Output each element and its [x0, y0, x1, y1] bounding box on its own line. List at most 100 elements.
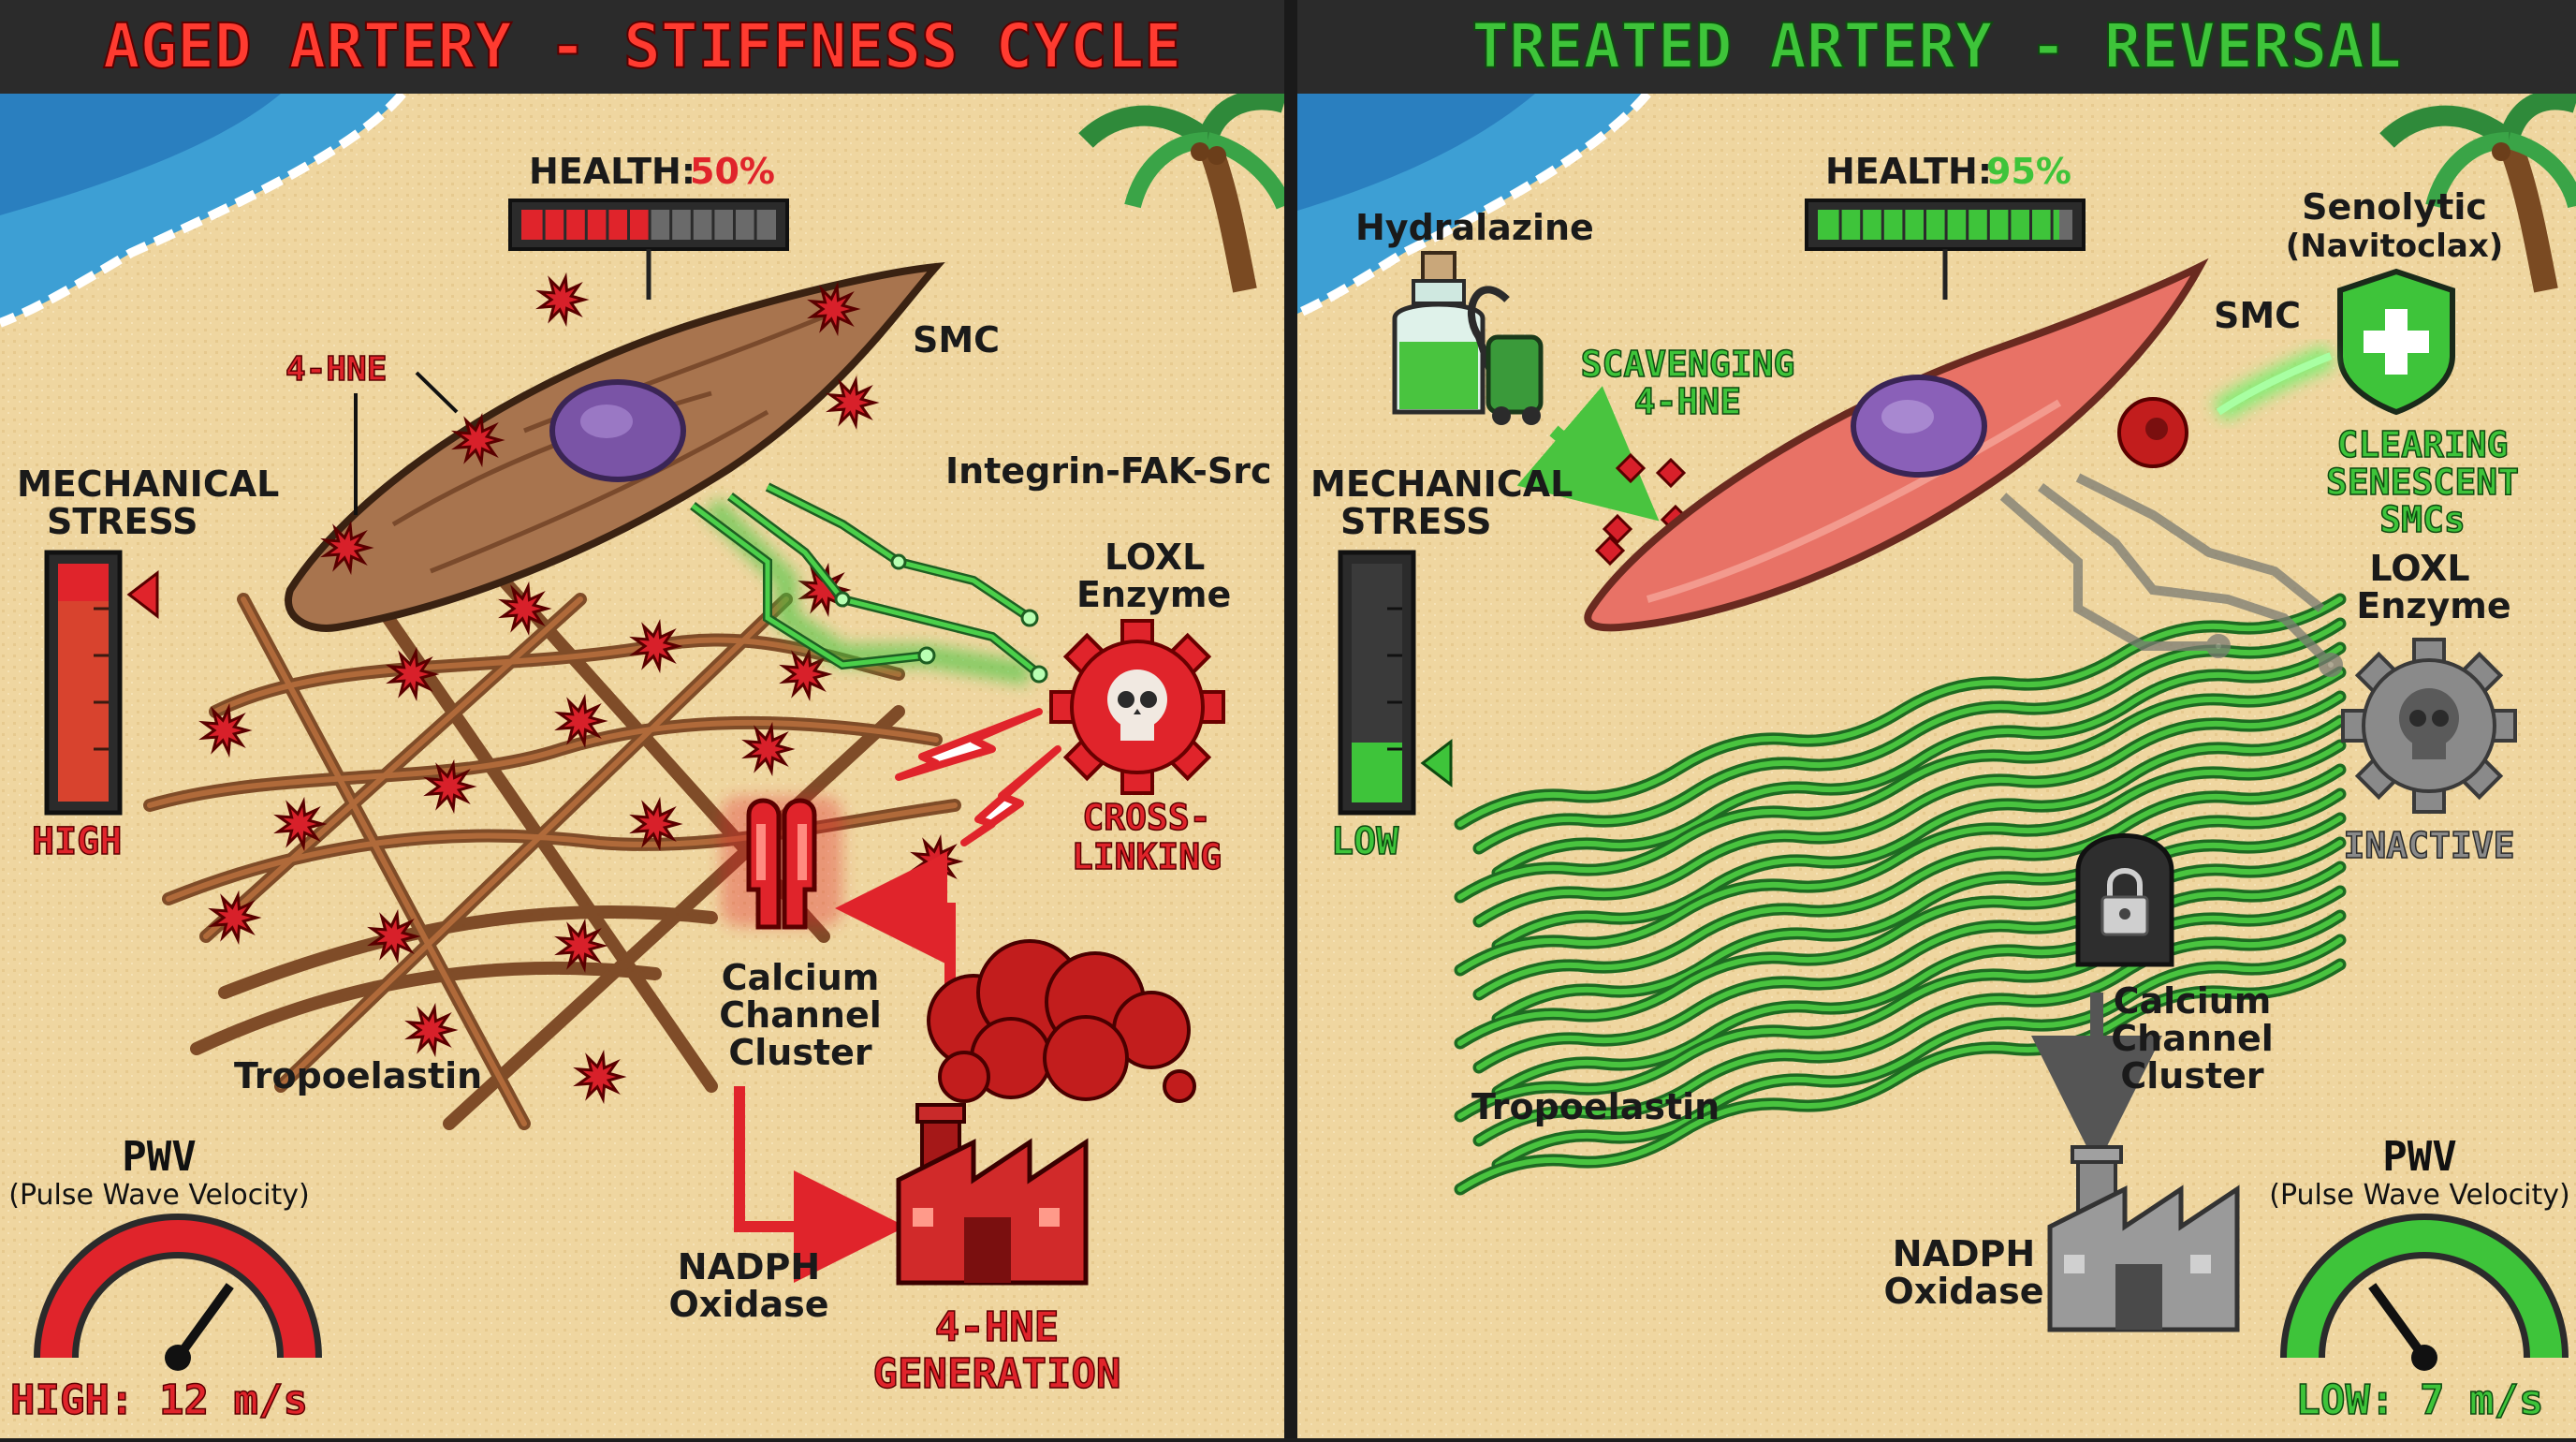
left-nadph-factory-icon [896, 939, 1196, 1286]
right-title: TREATED ARTERY - REVERSAL [1471, 10, 2401, 82]
right-pwv-full: (Pulse Wave Velocity) [2269, 1179, 2570, 1212]
right-mech-label-1: MECHANICAL [1310, 464, 1573, 505]
scavenging-label-2: 4-HNE [1634, 381, 1741, 422]
4hne-fragment [1602, 513, 1633, 545]
scavenging-arrow [1516, 386, 1660, 522]
right-loxl-gear-icon [2341, 638, 2517, 814]
left-feedback-arrows [734, 852, 956, 1283]
4hne-adduct [554, 693, 608, 749]
skull-icon [1107, 670, 1167, 741]
right-health-label: HEALTH: [1825, 151, 1992, 192]
left-hne-generation-2: GENERATION [873, 1350, 1121, 1398]
left-smc-cell [285, 261, 945, 632]
hydralazine-bottle-icon [1392, 251, 1486, 415]
4hne-adduct [741, 721, 796, 777]
4hne-adduct [629, 618, 683, 674]
left-crosslink-label-2: LINKING [1072, 836, 1222, 877]
right-calcium-label-3: Cluster [2120, 1055, 2264, 1096]
4hne-adduct [208, 890, 262, 946]
4hne-adduct [779, 646, 833, 702]
right-loxl-label-2: Enzyme [2356, 585, 2510, 626]
left-calcium-channel-icon [721, 796, 842, 930]
left-hne-generation-1: 4-HNE [935, 1303, 1059, 1351]
right-tropoelastin-fibres [1454, 593, 2347, 1196]
4hne-adduct [451, 412, 505, 468]
left-4hne-tag: 4-HNE [285, 350, 387, 389]
4hne-adduct [629, 796, 683, 852]
hydralazine-label: Hydralazine [1355, 207, 1594, 248]
right-mech-pointer [1420, 738, 1453, 788]
left-mech-stress-gauge [44, 550, 159, 816]
padlock-icon [2100, 868, 2149, 936]
left-surf-foam [0, 90, 406, 328]
left-nadph-label-1: NADPH [678, 1246, 820, 1288]
right-smc-label: SMC [2214, 295, 2301, 336]
left-tropoelastin-label: Tropoelastin [234, 1055, 482, 1096]
left-tropoelastin-mesh [143, 555, 961, 1130]
left-pathway-label: Integrin-FAK-Src [945, 450, 1271, 492]
clearing-label-3: SMCs [2379, 499, 2466, 540]
right-integrin-circuit-inactive [1999, 473, 2343, 677]
senolytic-label-2: (Navitoclax) [2286, 228, 2504, 265]
right-calcium-label-2: Channel [2111, 1018, 2274, 1059]
left-4hne-adducts [198, 272, 964, 1105]
left-title-bar [0, 0, 1284, 94]
right-pwv-gauge [2280, 1214, 2569, 1371]
left-loxl-gear-icon [1049, 619, 1225, 795]
4hne-adduct [367, 908, 421, 964]
4hne-adduct [320, 520, 374, 576]
right-inactive-label: INACTIVE [2343, 825, 2514, 866]
right-loxl-label-1: LOXL [2369, 548, 2469, 589]
left-health-meter: HEALTH: 50% [508, 151, 789, 300]
left-mech-pointer [126, 569, 159, 620]
left-title: AGED ARTERY - STIFFNESS CYCLE [103, 10, 1181, 82]
right-mech-label-2: STRESS [1340, 501, 1492, 542]
right-health-fill [1818, 210, 2059, 240]
right-pwv-needle [2368, 1283, 2429, 1361]
left-mech-level: HIGH [32, 820, 122, 863]
panel-divider [1284, 0, 1297, 1438]
left-mech-label-2: STRESS [47, 501, 198, 542]
left-calcium-label-1: Calcium [722, 957, 880, 998]
4hne-adduct [273, 796, 328, 852]
4hne-adduct [826, 375, 880, 431]
left-smc-label: SMC [913, 319, 1000, 360]
senolytic-beam [2117, 344, 2335, 468]
left-pwv-reading: HIGH: 12 m/s [10, 1376, 308, 1424]
right-health-value: 95% [1986, 151, 2071, 192]
right-title-bar [1297, 0, 2576, 94]
right-health-meter: HEALTH: 95% [1805, 151, 2086, 300]
left-pwv-label: PWV [122, 1133, 196, 1181]
4hne-adduct [807, 281, 861, 337]
left-calcium-label-3: Cluster [728, 1032, 872, 1073]
right-palm-tree [2379, 89, 2576, 293]
clearing-label-1: CLEARING [2336, 424, 2508, 465]
4hne-fragment [1594, 535, 1626, 566]
4hne-adduct [535, 272, 590, 328]
4hne-adduct [404, 1002, 459, 1058]
right-pwv-reading: LOW: 7 m/s [2296, 1376, 2544, 1424]
right-nadph-factory-icon [2047, 1145, 2240, 1332]
clearing-label-2: SENESCENT [2326, 462, 2519, 503]
left-pwv-full: (Pulse Wave Velocity) [8, 1179, 310, 1212]
right-pwv-label: PWV [2382, 1133, 2456, 1181]
right-smc-cell [1584, 258, 2209, 632]
right-calcium-label-1: Calcium [2114, 980, 2272, 1022]
left-loxl-label-2: Enzyme [1076, 574, 1231, 615]
senolytic-label-1: Senolytic [2302, 186, 2487, 228]
left-palm-tree [1078, 89, 1293, 293]
right-tropoelastin-label: Tropoelastin [1471, 1086, 1720, 1127]
4hne-adduct [554, 918, 608, 974]
4hne-adduct [498, 581, 552, 637]
left-mech-label-1: MECHANICAL [17, 464, 279, 505]
left-pwv-gauge [34, 1214, 322, 1371]
4hne-adduct [198, 702, 253, 758]
locked-calcium-channel-icon [2075, 833, 2174, 967]
scavenging-label-1: SCAVENGING [1581, 344, 1795, 385]
aged-artery-panel: AGED ARTERY - STIFFNESS CYCLE HEALTH: 50… [0, 0, 1293, 1438]
right-mech-stress-gauge [1338, 550, 1453, 816]
right-mech-level: LOW [1331, 820, 1399, 863]
left-crosslink-label-1: CROSS- [1082, 797, 1210, 838]
